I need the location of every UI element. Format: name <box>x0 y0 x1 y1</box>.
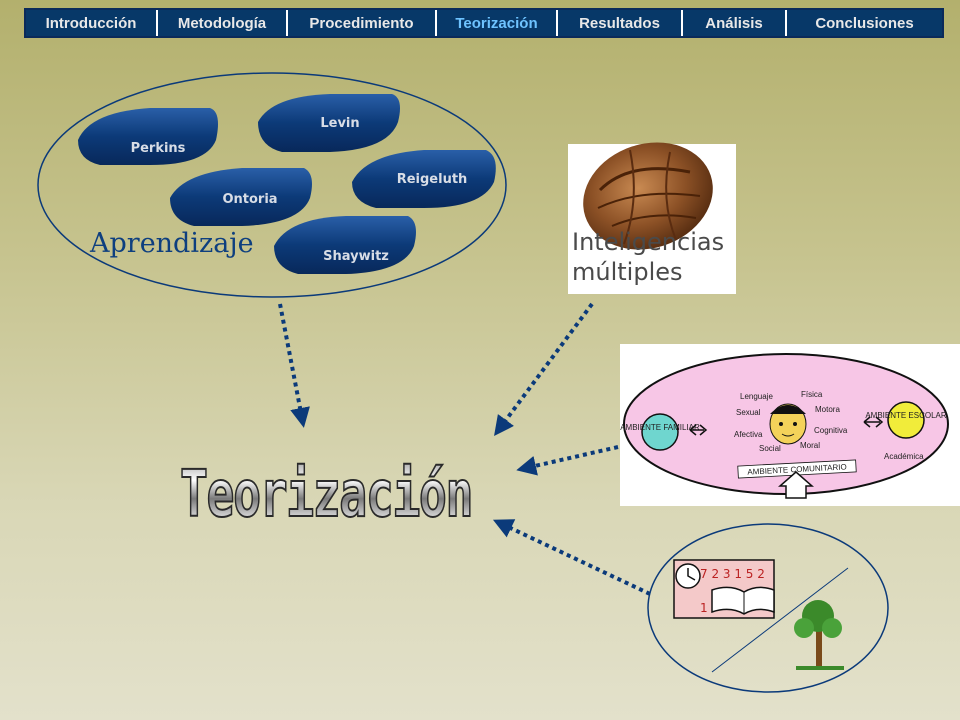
arrow-from-environment <box>492 519 651 596</box>
author-pill-perkins[interactable]: Perkins <box>78 108 218 165</box>
left-env-label: AMBIENTE FAMILIAR <box>620 423 700 432</box>
family-env-circle <box>641 413 679 451</box>
learning-group: Perkins Levin Reigeluth Ontoria Shaywitz… <box>37 72 507 298</box>
right-env-label: AMBIENTE ESCOLAR <box>865 411 947 420</box>
child-face-icon <box>769 403 807 445</box>
right-double-arrow-icon <box>863 416 884 428</box>
tab-analisis[interactable]: Análisis <box>683 10 787 36</box>
arrow-from-development <box>516 445 619 476</box>
author-label: Shaywitz <box>323 249 389 264</box>
intelligences-caption-line1: Inteligencias <box>572 228 724 256</box>
up-arrow-icon <box>778 471 814 499</box>
dimension-label: Sexual <box>736 408 761 417</box>
intelligences-picture: Inteligencias múltiples <box>568 142 736 294</box>
dimension-label: Lenguaje <box>740 392 773 401</box>
dimension-label: Moral <box>800 441 820 450</box>
dimension-label: Académica <box>884 452 924 461</box>
author-label: Perkins <box>131 141 186 156</box>
dimension-label: Cognitiva <box>814 426 848 435</box>
main-title: Teorización <box>180 458 472 532</box>
author-label: Reigeluth <box>397 172 468 187</box>
author-label: Levin <box>320 116 359 131</box>
school-env-circle <box>887 401 925 439</box>
arrow-from-learning <box>278 303 310 428</box>
tab-resultados[interactable]: Resultados <box>558 10 683 36</box>
arrow-from-intelligences <box>494 302 594 437</box>
numbers-art: 7 2 3 1 5 2 <box>700 567 765 581</box>
learning-title: Aprendizaje <box>89 228 254 259</box>
author-label: Ontoria <box>222 192 277 207</box>
author-pill-levin[interactable]: Levin <box>258 94 400 152</box>
walnut-image <box>583 142 713 250</box>
environment-ellipse-group: 7 2 3 1 5 2 1 3 <box>647 523 889 693</box>
open-book-icon <box>711 586 775 615</box>
intelligences-caption-line2: múltiples <box>572 258 683 286</box>
development-diagram: AMBIENTE FAMILIAR AMBIENTE ESCOLAR Lengu… <box>620 344 960 506</box>
dimension-label: Social <box>759 444 781 453</box>
connector-arrows <box>278 302 651 596</box>
learning-ellipse <box>37 72 507 298</box>
top-navigation: Introducción Metodología Procedimiento T… <box>24 8 944 38</box>
tab-procedimiento[interactable]: Procedimiento <box>288 10 437 36</box>
tab-introduccion[interactable]: Introducción <box>26 10 158 36</box>
author-pill-ontoria[interactable]: Ontoria <box>170 168 312 226</box>
dimension-label: Afectiva <box>734 430 763 439</box>
environment-ellipse <box>647 523 889 693</box>
author-pill-shaywitz[interactable]: Shaywitz <box>274 216 416 274</box>
author-pill-reigeluth[interactable]: Reigeluth <box>352 150 496 208</box>
tab-conclusiones[interactable]: Conclusiones <box>787 10 942 36</box>
left-double-arrow-icon <box>689 424 708 436</box>
clock-icon <box>675 563 701 589</box>
dimension-label: Física <box>801 390 823 399</box>
tab-metodologia[interactable]: Metodología <box>158 10 288 36</box>
tree-icon <box>794 600 844 670</box>
dimension-label: Motora <box>815 405 840 414</box>
tab-teorizacion[interactable]: Teorización <box>437 10 558 36</box>
